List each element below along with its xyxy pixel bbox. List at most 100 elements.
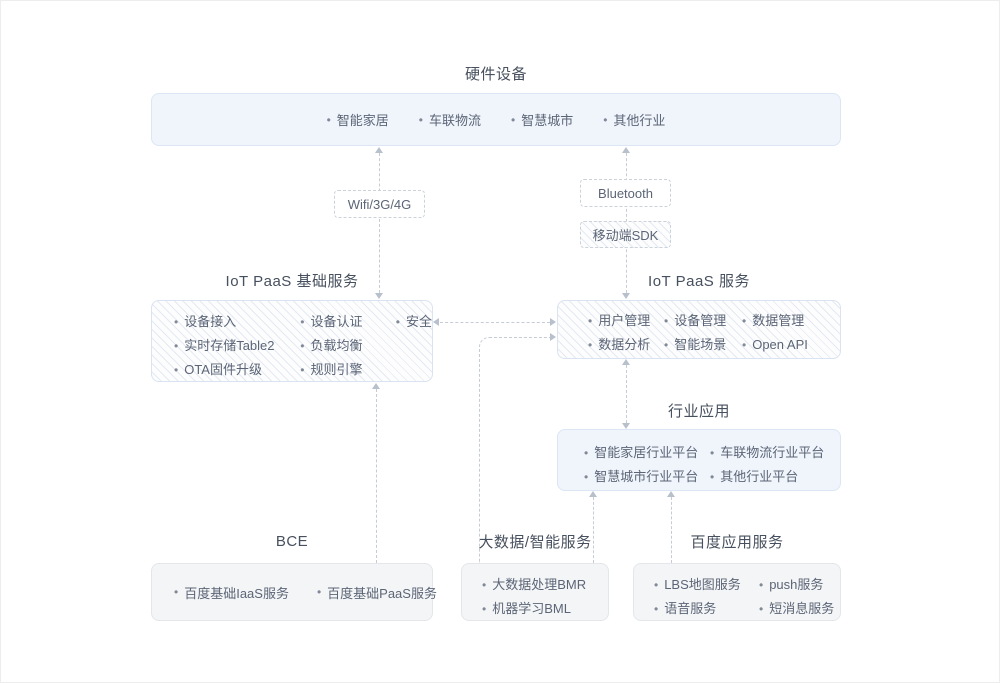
industry-col2: • 车联物流行业平台 •其他行业平台 [710,441,824,489]
bullet-icon: • [588,314,593,328]
connector-paasbase-paassvc [440,322,550,323]
item-label: 数据管理 [752,313,805,328]
hardware-title: 硬件设备 [464,66,527,83]
list-item: • 数据分析 [588,333,664,357]
paas-base-box: •设备接入•实时存储Table2•OTA固件升级 •设备认证•负载均衡•规则引擎… [151,300,433,382]
item-label: 车联物流行业平台 [720,445,825,460]
bullet-icon: • [316,585,322,599]
list-item: • 百度基础PaaS服务 [317,583,437,602]
list-item: • 用户管理 [588,309,664,333]
paas-svc-title: IoT PaaS 服务 [648,273,750,290]
list-item: • 智能场景 [664,333,742,357]
arrow-down-icon [375,293,383,299]
apps-col2: •push服务•短消息服务 [759,573,834,621]
list-item: •规则引擎 [300,358,396,382]
arrow-right-icon [550,333,556,341]
industry-box: • 智能家居行业平台 • 智慧城市行业平台 • 车联物流行业平台 •其他行业平台 [557,429,841,491]
paas-base-col2: •设备认证•负载均衡•规则引擎 [300,310,396,382]
bullet-icon: • [664,314,669,328]
item-label: 智慧城市行业平台 [594,469,699,484]
item-label: 设备认证 [310,314,363,329]
list-item: • 智慧城市行业平台 [584,465,710,489]
bullet-icon: • [395,315,400,329]
item-label: 百度基础PaaS服务 [327,585,437,601]
bce-box: • 百度基础IaaS服务 • 百度基础PaaS服务 [151,563,437,621]
item-label: 数据分析 [598,337,651,352]
list-item: • 设备管理 [664,309,742,333]
item-label: 设备管理 [674,313,727,328]
bullet-icon: • [174,315,179,329]
list-item: •智能家居 [327,110,389,129]
arrow-up-icon [372,383,380,389]
item-label: 规则引擎 [310,362,363,377]
bullet-icon: • [654,578,659,592]
arrow-right-icon [550,318,556,326]
item-label: 语音服务 [664,601,717,616]
item-label: 智能家居 [336,113,389,128]
paas-svc-col3: •数据管理•Open API [742,309,808,357]
bluetooth-label: Bluetooth [580,179,671,207]
item-label: 用户管理 [598,313,651,328]
paas-svc-col2: • 设备管理 • 智能场景 [664,309,742,357]
bullet-icon: • [584,470,589,484]
item-label: 智慧城市 [521,113,574,128]
bullet-icon: • [418,112,423,127]
paas-svc-box: • 用户管理 • 数据分析 • 设备管理 • 智能场景 • 数据管理 • Open API [557,300,841,359]
arrow-left-icon [433,318,439,326]
item-label: 智能家居行业平台 [594,445,699,460]
arrow-down-icon [622,423,630,429]
connector-bce-paasbase [376,389,377,563]
bigdata-title: 大数据/智能服务 [478,534,592,551]
list-item: • 智能家居行业平台 [584,441,710,465]
bullet-icon: • [710,446,715,460]
bullet-icon: • [588,338,593,352]
arrow-up-icon [622,359,630,365]
apps-title: 百度应用服务 [690,534,784,551]
bullet-icon: • [482,602,487,616]
list-item: •OTA固件升级 [174,358,300,382]
hardware-box: •智能家居 • 车联物流 • 智慧城市 •其他行业 [151,93,841,146]
list-item: •设备接入 [174,310,300,334]
bullet-icon: • [511,112,516,127]
bullet-icon: • [654,602,659,616]
bigdata-items: •大数据处理BMR•机器学习BML [462,564,586,621]
list-item: •其他行业平台 [710,465,824,489]
list-item: •安全 [396,310,432,334]
list-item: •负载均衡 [300,334,396,358]
item-label: 短消息服务 [769,601,835,616]
item-label: LBS地图服务 [664,577,741,592]
connector-bigdata-paassvc [479,337,550,563]
bullet-icon: • [482,578,487,592]
bullet-icon: • [174,339,179,353]
arrow-down-icon [622,293,630,299]
connector-hardware-paasbase [379,153,380,293]
bullet-icon: • [300,315,305,329]
list-item: • 机器学习BML [482,597,586,621]
bullet-icon: • [759,578,764,592]
bigdata-box: •大数据处理BMR•机器学习BML [461,563,609,621]
item-label: 车联物流 [428,113,481,128]
connector-bigdata-industry [593,497,594,563]
list-item: • LBS地图服务 [654,573,759,597]
bullet-icon: • [742,338,747,352]
item-label: push服务 [769,577,824,592]
apps-box: •LBS地图服务•语音服务 •push服务•短消息服务 [633,563,841,621]
paas-base-title: IoT PaaS 基础服务 [225,273,359,290]
bullet-icon: • [174,363,179,377]
list-item: •其他行业 [603,110,665,129]
item-label: 智能场景 [674,337,727,352]
item-label: 百度基础IaaS服务 [184,585,289,601]
list-item: • 语音服务 [654,597,759,621]
item-label: Open API [752,337,808,352]
list-item: • 车联物流行业平台 [710,441,824,465]
bce-items: • 百度基础IaaS服务 • 百度基础PaaS服务 [152,583,437,602]
industry-col1: • 智能家居行业平台 • 智慧城市行业平台 [584,441,710,489]
item-label: 机器学习BML [492,601,571,616]
bullet-icon: • [664,338,669,352]
bullet-icon: • [300,339,305,353]
bullet-icon: • [584,446,589,460]
paas-base-col1: •设备接入•实时存储Table2•OTA固件升级 [174,310,300,382]
list-item: • 设备认证 [300,310,396,334]
wifi-label: Wifi/3G/4G [334,190,425,218]
